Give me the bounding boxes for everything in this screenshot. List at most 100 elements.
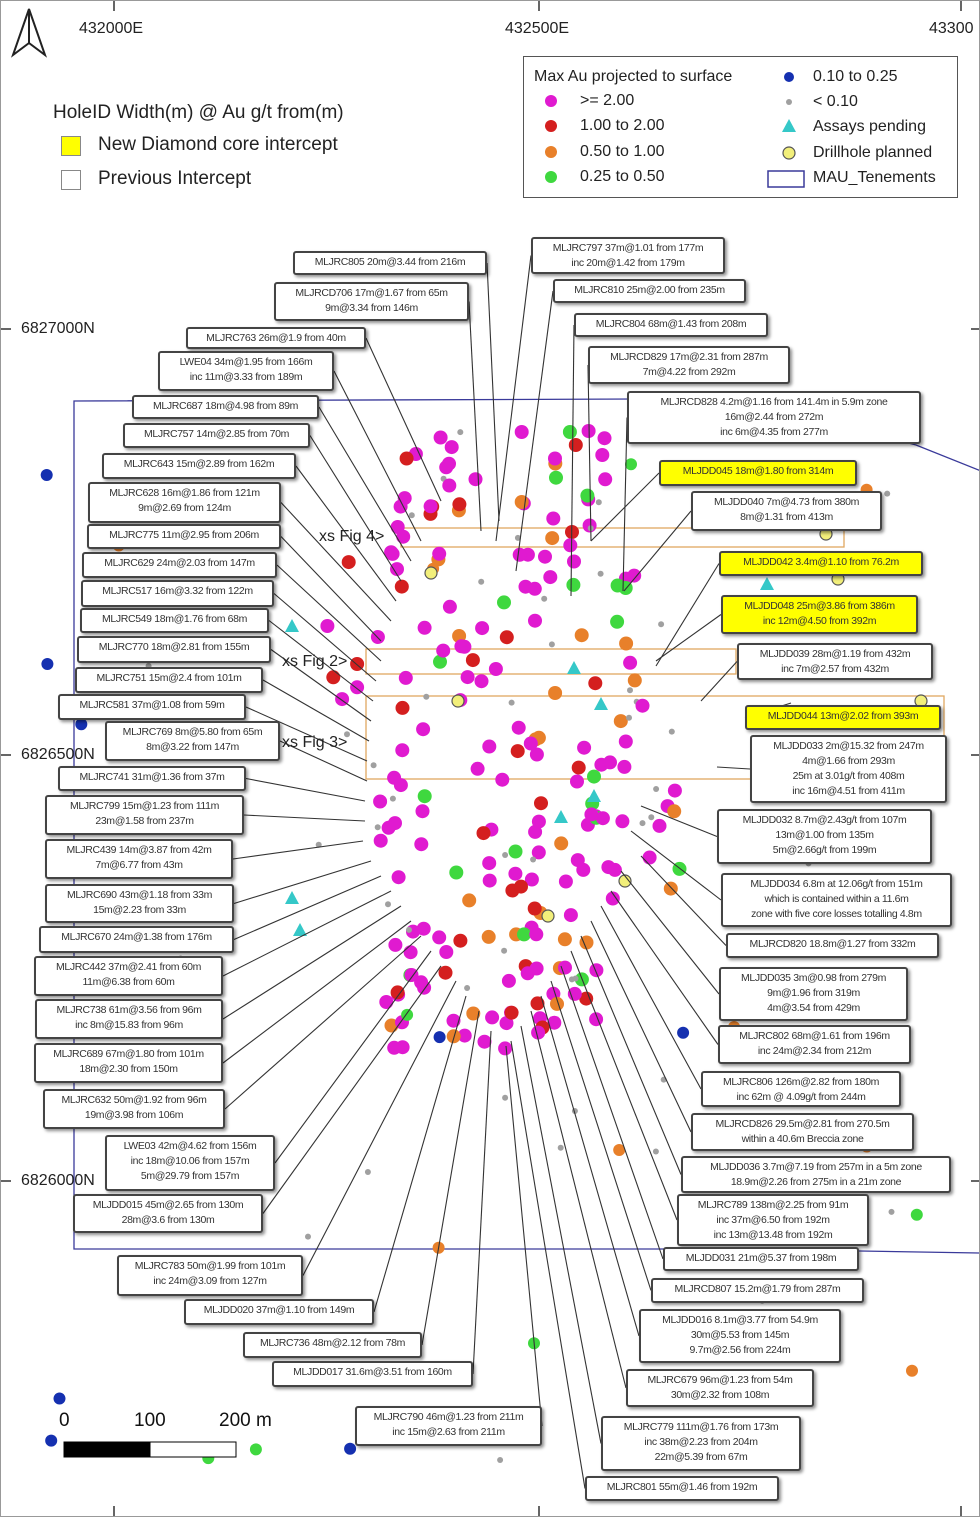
intercept-line: MLJDD048 25m@3.86 from 386m — [744, 600, 895, 612]
leader-line — [309, 435, 402, 582]
legend-dot-blue — [784, 72, 794, 82]
section-box-fig2 — [365, 648, 737, 675]
drillhole-dot — [618, 734, 633, 749]
drillhole-dot — [394, 579, 409, 594]
drillhole-dot — [373, 833, 388, 848]
new-intercept-label: New Diamond core intercept — [98, 134, 338, 155]
intercept-line: MLJRC757 14m@2.85 from 70m — [143, 428, 290, 440]
drillhole-dot — [557, 932, 572, 947]
intercept-line: MLJRC736 48m@2.12 from 78m — [259, 1337, 406, 1349]
legend-dot-orange — [545, 146, 557, 158]
drillhole-dot — [470, 761, 485, 776]
drillhole-dot — [626, 714, 632, 721]
easting-label: 432000E — [79, 20, 144, 37]
intercept-line: MLJRC738 61m@3.56 from 96m — [56, 1004, 202, 1016]
drillhole-dot — [529, 927, 544, 942]
drillhole-dot — [546, 511, 561, 526]
leader-line — [655, 563, 720, 667]
intercept-line: 7m@4.22 from 292m — [642, 366, 736, 378]
leader-line — [590, 920, 692, 1133]
drillhole-dot — [417, 620, 432, 635]
intercept-label: MLJRCD807 15.2m@1.79 from 287m — [651, 1278, 864, 1303]
intercept-line: inc 15m@2.63 from 211m — [392, 1426, 505, 1438]
intercept-line: MLJRC442 37m@2.41 from 60m — [55, 961, 202, 973]
intercept-line: inc 8m@15.83 from 96m — [75, 1019, 183, 1031]
intercept-line: 19m@3.98 from 106m — [84, 1109, 184, 1121]
drillhole-dot — [432, 546, 447, 561]
drillhole-dot — [384, 1018, 399, 1033]
leader-line — [468, 301, 482, 532]
drillhole-dot — [517, 927, 531, 942]
drillhole-dot — [557, 1144, 564, 1151]
drillhole-dot — [449, 865, 464, 880]
drillhole-dot — [531, 845, 546, 860]
drillhole-dot — [548, 451, 562, 466]
leader-line — [365, 337, 442, 502]
drillhole-dot — [381, 820, 396, 835]
drillhole-dot — [416, 722, 431, 737]
intercept-line: 5m@29.79 from 157m — [140, 1170, 240, 1182]
leader-line — [421, 1010, 480, 1346]
assays-pending-triangle — [554, 810, 568, 823]
drillhole-dot — [541, 595, 548, 602]
intercept-line: 22m@5.39 from 67m — [654, 1451, 748, 1463]
drillhole-dot — [395, 743, 410, 758]
leader-line — [233, 875, 382, 941]
drillhole-dot — [423, 499, 438, 514]
drillhole-dot — [326, 670, 341, 685]
drillhole-dot — [562, 425, 577, 439]
drillhole-dot — [603, 755, 617, 770]
drillhole-dot — [432, 930, 447, 945]
planned-drillhole-dot — [424, 566, 438, 580]
intercept-line: MLJRCD706 17m@1.67 from 65m — [295, 287, 448, 299]
intercept-line: MLJRC687 18m@4.98 from 89m — [152, 400, 299, 412]
drillhole-dot — [531, 814, 546, 829]
leader-line — [274, 950, 432, 1164]
leader-line — [600, 905, 702, 1090]
intercept-line: MLJRC690 43m@1.18 from 33m — [66, 889, 213, 901]
drillhole-dot — [498, 1041, 513, 1056]
drillhole-dot — [635, 698, 650, 713]
intercept-line: 30m@5.53 from 145m — [690, 1329, 790, 1341]
drillhole-dot — [45, 1434, 58, 1447]
drillhole-dot — [906, 1364, 918, 1377]
drillhole-dot — [398, 670, 413, 685]
intercept-label: MLJDD020 37m@1.10 from 149m — [184, 1299, 374, 1325]
leader-line — [560, 965, 664, 1260]
intercept-label: MLJRC670 24m@1.38 from 176m — [39, 926, 234, 953]
new-intercept-swatch — [61, 136, 81, 156]
leader-line — [716, 766, 751, 770]
intercept-line: MLJRC581 37m@1.08 from 59m — [79, 699, 225, 711]
drillhole-dot — [497, 1457, 504, 1463]
intercept-line: MLJRCD807 15.2m@1.79 from 287m — [674, 1283, 841, 1295]
drillhole-dot — [563, 908, 578, 923]
intercept-label: MLJRC741 31m@1.36 from 37m — [58, 766, 246, 791]
drillhole-dot — [623, 655, 638, 670]
drillhole-dot — [344, 731, 350, 738]
drillhole-dot — [53, 1392, 66, 1405]
drillhole-dot — [389, 795, 396, 802]
leader-line — [630, 830, 722, 901]
drillhole-dot — [499, 630, 514, 645]
drillhole-dot — [627, 687, 633, 694]
drillhole-dot — [529, 961, 544, 976]
intercept-line: MLJRCD828 4.2m@1.16 from 141.4m in 5.9m … — [660, 396, 888, 408]
drillhole-dot — [587, 769, 601, 784]
drillhole-dot — [534, 796, 548, 811]
drillhole-dot — [453, 933, 468, 948]
drillhole-dot — [478, 578, 485, 585]
intercept-line: MLJRC806 126m@2.82 from 180m — [722, 1076, 880, 1088]
drillhole-dot — [595, 448, 610, 462]
assays-pending-triangle — [587, 789, 601, 802]
intercept-line: MLJRC799 15m@1.23 from 111m — [69, 800, 220, 812]
drillhole-dot — [390, 562, 404, 577]
drillhole-dot — [249, 1443, 262, 1456]
drillhole-dot — [648, 814, 655, 821]
leader-line — [262, 679, 370, 742]
drillhole-dot — [502, 1094, 509, 1101]
